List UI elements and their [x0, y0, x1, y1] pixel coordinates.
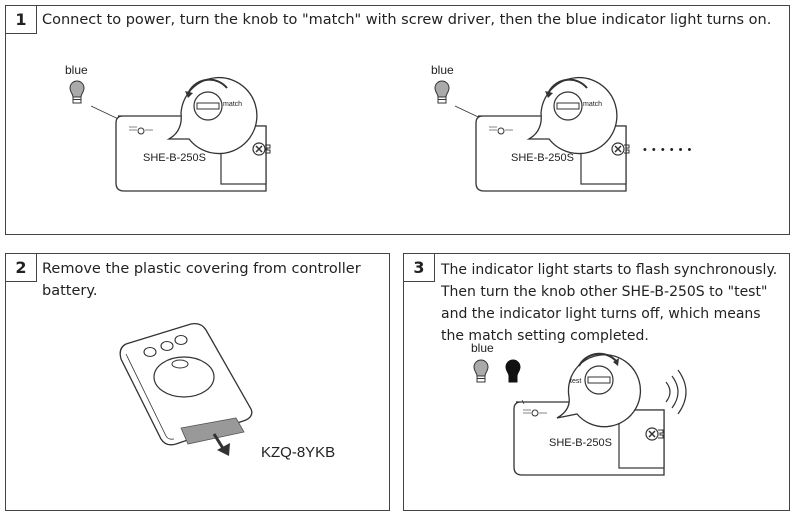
- terminal-icon: [611, 142, 630, 156]
- signal-waves-icon: [665, 369, 687, 415]
- step-2-number: 2: [6, 254, 37, 282]
- device-label: SHE-B-250S: [549, 437, 612, 449]
- step-2-panel: 2 Remove the plastic covering from contr…: [5, 253, 390, 511]
- device-label: SHE-B-250S: [511, 152, 574, 164]
- blue-label: blue: [431, 63, 454, 77]
- knob-icon: match: [526, 76, 618, 155]
- knob-label: match: [223, 101, 242, 108]
- knob-icon: match: [166, 76, 258, 155]
- blue-label: blue: [65, 63, 88, 77]
- step-1-device-illustration-right: blue SHE-B-250S • • • • • • match: [431, 63, 692, 192]
- blue-label: blue: [471, 341, 494, 355]
- step-1-device-illustration-left: blue SHE-B-250S match: [65, 63, 271, 192]
- bulb-icon: [69, 80, 85, 104]
- device-label: SHE-B-250S: [143, 152, 206, 164]
- knob-icon: test: [556, 352, 642, 428]
- terminal-icon: [645, 427, 664, 441]
- terminal-icon: [252, 142, 271, 156]
- step-2-text: Remove the plastic covering from control…: [42, 261, 361, 299]
- bulb-icon: [434, 80, 450, 104]
- step-1-text: Connect to power, turn the knob to "matc…: [42, 12, 772, 28]
- step-3-number: 3: [404, 254, 435, 282]
- continuation-dots: • • • • • •: [643, 144, 692, 156]
- remote-model-label: KZQ-8YKB: [261, 444, 336, 461]
- knob-label: match: [583, 101, 602, 108]
- step-3-text: The indicator light starts to flash sync…: [441, 262, 778, 344]
- arrow-down-icon: [212, 433, 230, 456]
- remote-control-illustration: [119, 322, 253, 456]
- knob-label: test: [570, 378, 581, 385]
- step-1-panel: 1 Connect to power, turn the knob to "ma…: [5, 5, 790, 235]
- step-1-number: 1: [6, 6, 37, 34]
- step-3-device-illustration: blue SHE-B-250S: [471, 341, 687, 476]
- step-3-panel: 3 The indicator light starts to flash sy…: [403, 253, 790, 511]
- bulb-icon: [505, 359, 521, 383]
- bulb-icon: [473, 359, 489, 383]
